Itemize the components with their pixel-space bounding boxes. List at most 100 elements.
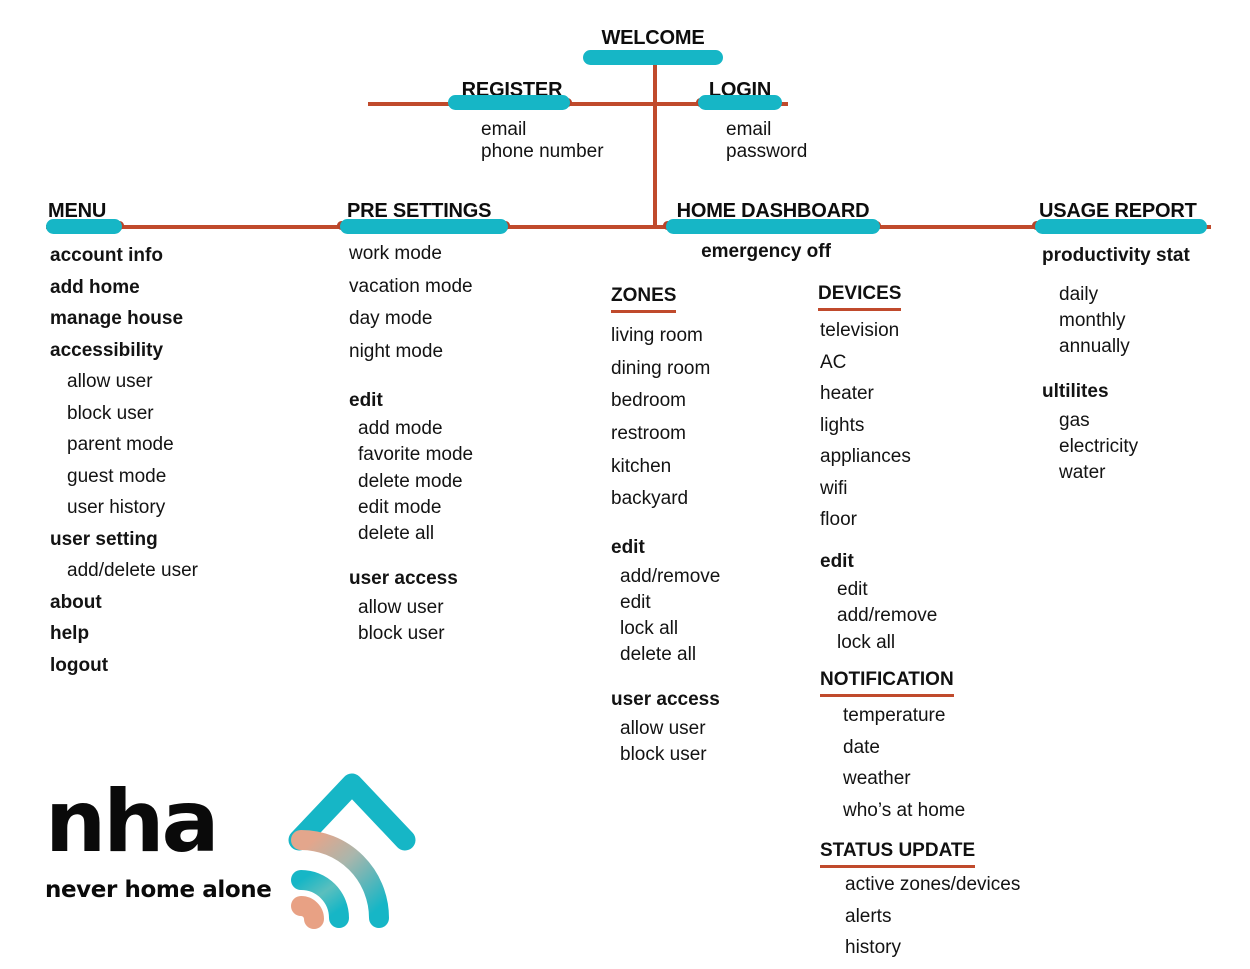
notification-weather[interactable]: weather [843, 768, 911, 790]
emergency-off-label[interactable]: emergency off [701, 241, 831, 262]
wifi-arc-inner [291, 896, 324, 929]
connector-register-login [368, 102, 788, 106]
menu-item-user-setting[interactable]: user setting [50, 528, 158, 550]
zones-user-access-block[interactable]: block user [620, 744, 707, 766]
presettings-item-vacation-mode[interactable]: vacation mode [349, 275, 473, 297]
zones-edit-edit[interactable]: edit [620, 591, 651, 613]
roof-path [288, 773, 416, 851]
logo-wordmark: nha [45, 772, 219, 872]
zones-user-access-allow[interactable]: allow user [620, 717, 706, 739]
spacer [349, 369, 473, 385]
zones-edit-lock-all[interactable]: lock all [620, 618, 679, 639]
device-heater[interactable]: heater [820, 383, 874, 405]
menu-item-user-history[interactable]: user history [67, 497, 166, 519]
pill-welcome [583, 50, 723, 65]
presettings-item-work-mode[interactable]: work mode [349, 243, 442, 264]
pill-home-dashboard [666, 219, 880, 234]
menu-item-add-delete-user[interactable]: add/delete user [67, 560, 198, 582]
zone-dining-room[interactable]: dining room [611, 357, 711, 379]
pre-settings-list: work mode vacation mode day mode night m… [349, 238, 473, 647]
devices-edit-edit[interactable]: edit [837, 579, 868, 601]
menu-item-manage-house[interactable]: manage house [50, 308, 184, 330]
presettings-edit-edit-mode[interactable]: edit mode [358, 496, 442, 518]
presettings-item-day-mode[interactable]: day mode [349, 308, 433, 330]
menu-item-parent-mode[interactable]: parent mode [67, 434, 174, 456]
house-wifi-icon [285, 770, 420, 935]
menu-item-guest-mode[interactable]: guest mode [67, 465, 167, 487]
logo: nha never home alone [45, 772, 272, 903]
node-title-menu: MENU [48, 200, 107, 222]
zones-user-access-heading[interactable]: user access [611, 689, 720, 711]
presettings-edit-heading[interactable]: edit [349, 389, 383, 411]
zones-edit-add-remove[interactable]: add/remove [620, 565, 721, 587]
zone-backyard[interactable]: backyard [611, 488, 689, 510]
presettings-edit-delete-mode[interactable]: delete mode [358, 470, 463, 492]
menu-item-about[interactable]: about [50, 591, 102, 613]
presettings-item-night-mode[interactable]: night mode [349, 341, 444, 363]
node-title-pre-settings: PRE SETTINGS [347, 200, 492, 222]
zones-edit-heading[interactable]: edit [611, 537, 645, 559]
usage-utilities-heading[interactable]: ultilites [1042, 381, 1109, 403]
menu-item-allow-user[interactable]: allow user [67, 371, 153, 393]
register-field-phone: phone number [481, 141, 604, 162]
zone-living-room[interactable]: living room [611, 325, 703, 346]
pill-menu [46, 219, 122, 234]
usage-productivity-daily[interactable]: daily [1059, 283, 1099, 305]
device-wifi[interactable]: wifi [820, 477, 848, 499]
status-alerts[interactable]: alerts [845, 905, 892, 927]
notification-date[interactable]: date [843, 736, 880, 758]
register-field-email: email [481, 119, 527, 140]
node-title-home-dashboard: HOME DASHBOARD [676, 200, 870, 222]
usage-productivity-monthly[interactable]: monthly [1059, 309, 1126, 331]
devices-list: television AC heater lights appliances w… [820, 315, 937, 656]
usage-utilities-water[interactable]: water [1059, 462, 1106, 484]
spacer [820, 536, 937, 546]
presettings-edit-delete-all[interactable]: delete all [358, 523, 435, 545]
zone-restroom[interactable]: restroom [611, 423, 686, 445]
zones-edit-delete-all[interactable]: delete all [620, 644, 697, 666]
zone-bedroom[interactable]: bedroom [611, 390, 686, 412]
node-title-usage-report: USAGE REPORT [1039, 200, 1197, 222]
menu-list: account info add home manage house acces… [50, 240, 198, 681]
menu-item-accessibility[interactable]: accessibility [50, 339, 164, 361]
devices-edit-add-remove[interactable]: add/remove [837, 605, 938, 627]
spacer [611, 668, 720, 684]
status-active-zones-devices[interactable]: active zones/devices [845, 874, 1021, 895]
usage-productivity-heading[interactable]: productivity stat [1042, 245, 1190, 266]
presettings-user-access-heading[interactable]: user access [349, 568, 458, 590]
notification-list: temperature date weather who’s at home [843, 700, 965, 826]
section-heading-notification: NOTIFICATION [820, 669, 954, 697]
usage-productivity-annually[interactable]: annually [1059, 335, 1130, 357]
device-floor[interactable]: floor [820, 509, 857, 531]
logo-tagline: never home alone [45, 876, 272, 903]
device-lights[interactable]: lights [820, 414, 865, 436]
usage-report-list: productivity stat daily monthly annually… [1042, 240, 1190, 486]
zone-kitchen[interactable]: kitchen [611, 455, 672, 477]
presettings-user-access-block[interactable]: block user [358, 623, 445, 645]
usage-utilities-gas[interactable]: gas [1059, 409, 1090, 431]
device-television[interactable]: television [820, 320, 900, 341]
presettings-edit-add-mode[interactable]: add mode [358, 418, 443, 440]
pill-login [698, 95, 782, 110]
status-update-list: active zones/devices alerts history [845, 869, 1020, 964]
devices-edit-lock-all[interactable]: lock all [837, 631, 896, 653]
login-field-password: password [726, 141, 808, 162]
devices-edit-heading[interactable]: edit [820, 550, 854, 572]
menu-item-help[interactable]: help [50, 623, 90, 645]
notification-whos-at-home[interactable]: who’s at home [843, 799, 966, 821]
status-history[interactable]: history [845, 937, 901, 959]
menu-item-logout[interactable]: logout [50, 654, 109, 676]
notification-temperature[interactable]: temperature [843, 705, 946, 726]
usage-utilities-electricity[interactable]: electricity [1059, 435, 1139, 457]
menu-item-add-home[interactable]: add home [50, 276, 140, 298]
presettings-edit-favorite-mode[interactable]: favorite mode [358, 444, 474, 466]
device-appliances[interactable]: appliances [820, 446, 911, 468]
menu-item-block-user[interactable]: block user [67, 402, 154, 424]
presettings-user-access-allow[interactable]: allow user [358, 596, 444, 618]
device-ac[interactable]: AC [820, 351, 847, 373]
section-heading-devices: DEVICES [818, 283, 902, 311]
section-heading-zones: ZONES [611, 285, 677, 313]
menu-item-account-info[interactable]: account info [50, 245, 163, 266]
pill-register [448, 95, 570, 110]
